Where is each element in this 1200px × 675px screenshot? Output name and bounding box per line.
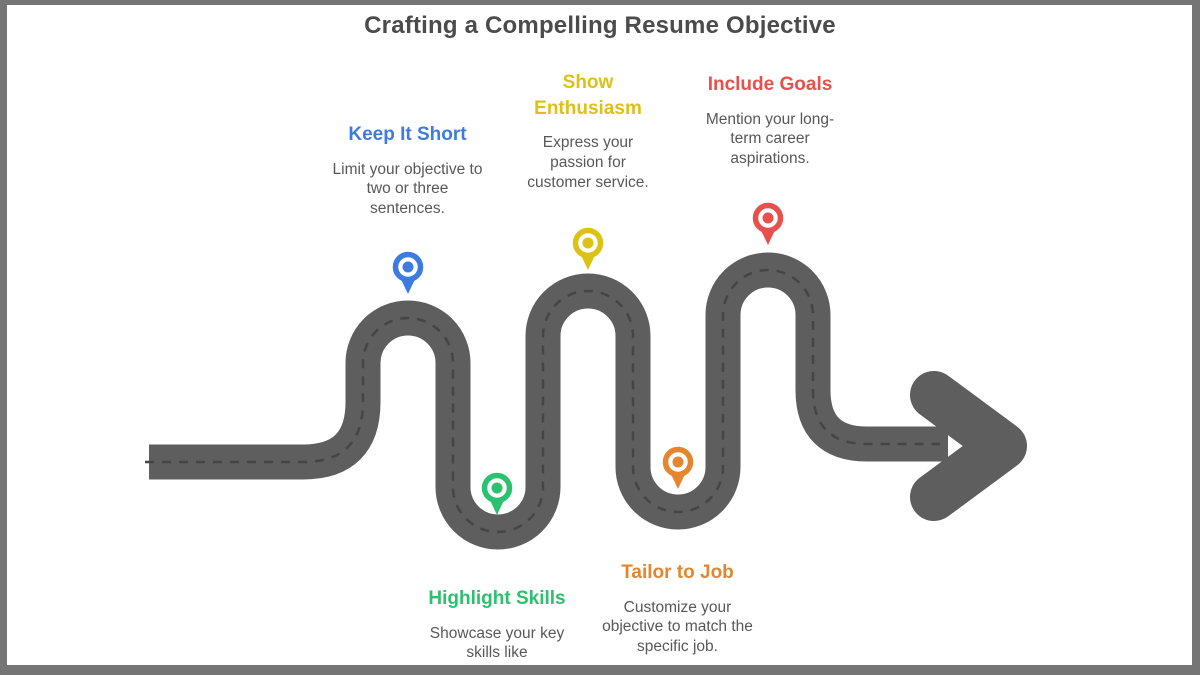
step-show-enthusiasm-description: Express your passion for customer servic… <box>527 134 649 191</box>
step-keep-it-short: Keep It Short Limit your objective to tw… <box>330 122 485 219</box>
step-include-goals-description: Mention your long-term career aspiration… <box>705 110 835 167</box>
step-show-enthusiasm-title: Show Enthusiasm <box>534 72 642 119</box>
pin-keep-it-short-icon <box>392 251 424 294</box>
step-keep-it-short-description: Limit your objective to two or three sen… <box>332 160 483 217</box>
step-tailor-to-job: Tailor to Job Customize your objective t… <box>600 560 755 657</box>
step-tailor-to-job-description: Customize your objective to match the sp… <box>602 598 753 655</box>
road-path <box>149 252 948 550</box>
step-include-goals-title: Include Goals <box>707 74 833 95</box>
pin-tailor-to-job-icon <box>662 446 694 489</box>
step-show-enthusiasm: Show Enthusiasm Express your passion for… <box>519 70 657 192</box>
step-highlight-skills-description: Showcase your key skills like <box>429 624 565 662</box>
page-title: Crafting a Compelling Resume Objective <box>364 12 836 39</box>
step-highlight-skills: Highlight Skills Showcase your key skill… <box>417 586 577 663</box>
pin-include-goals-icon <box>752 202 784 245</box>
step-tailor-to-job-title: Tailor to Job <box>621 562 734 583</box>
step-keep-it-short-title: Keep It Short <box>348 124 467 145</box>
pin-highlight-skills-icon <box>481 472 513 515</box>
pin-show-enthusiasm-icon <box>572 227 604 270</box>
step-highlight-skills-title: Highlight Skills <box>428 588 566 609</box>
arrow-icon <box>910 371 1027 521</box>
road-center-dashes <box>145 268 940 534</box>
step-include-goals: Include Goals Mention your long-term car… <box>696 72 844 169</box>
frame-background <box>7 5 1192 665</box>
